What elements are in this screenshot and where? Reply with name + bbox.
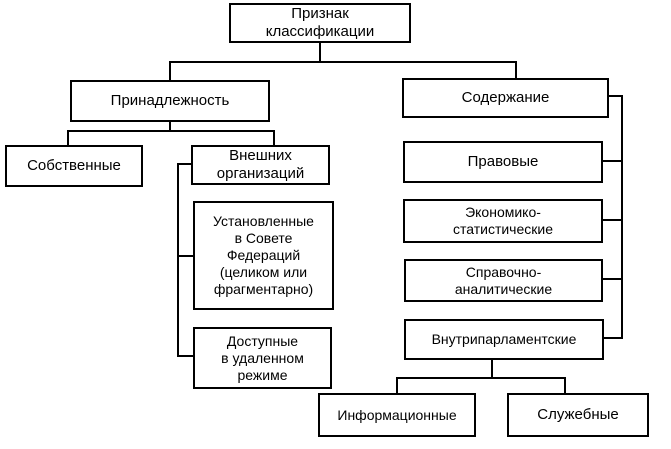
legal-node: Правовые: [403, 141, 603, 183]
economic-statistical-node: Экономико- статистические: [403, 199, 603, 243]
informational-node: Информационные: [318, 393, 476, 437]
own-node: Собственные: [5, 145, 143, 187]
content-node: Содержание: [402, 78, 609, 118]
federation-council-node: Установленные в Совете Федераций (целико…: [193, 201, 334, 310]
service-node: Служебные: [507, 393, 649, 437]
root-node: Признак классификации: [229, 3, 411, 43]
ownership-node: Принадлежность: [70, 80, 270, 122]
parliamentary-node: Внутрипарламентские: [404, 319, 604, 360]
remote-access-node: Доступные в удаленном режиме: [193, 327, 332, 389]
reference-analytical-node: Справочно- аналитические: [404, 259, 603, 302]
external-organizations-node: Внешних организаций: [191, 145, 330, 185]
